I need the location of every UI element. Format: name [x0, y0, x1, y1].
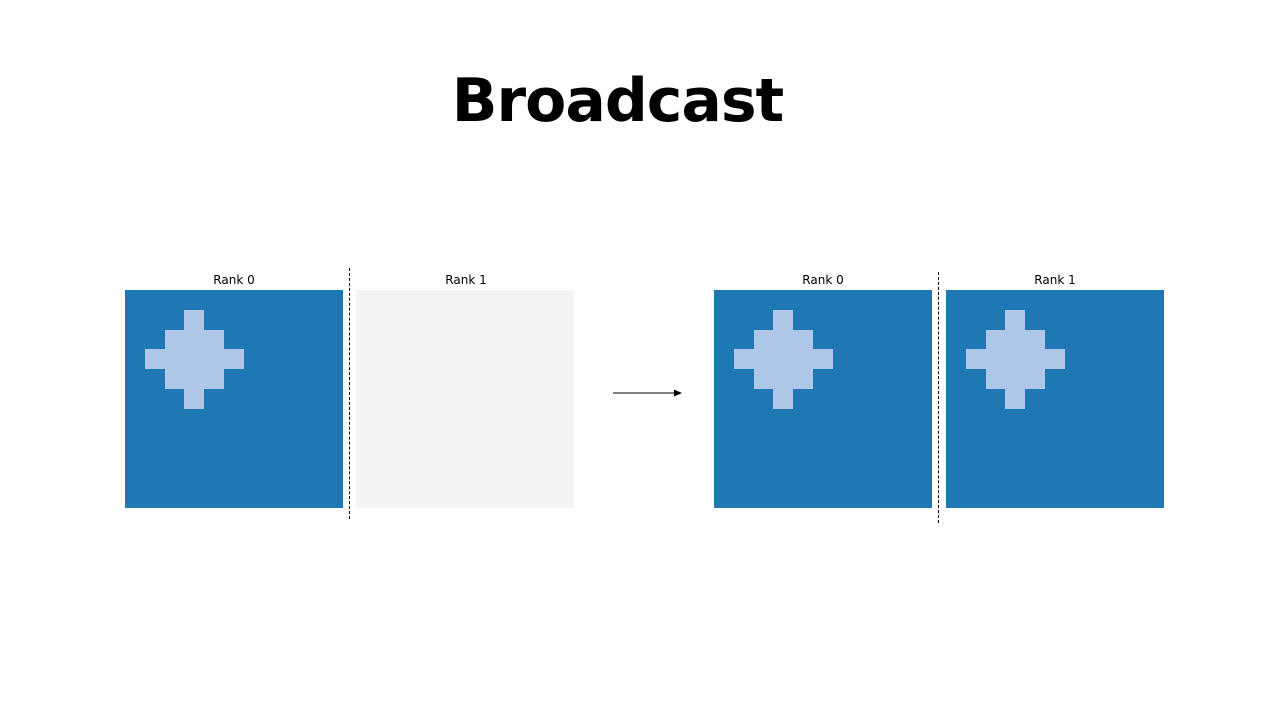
after-rank1-label: Rank 1 — [1034, 273, 1076, 287]
data-shape — [145, 310, 244, 409]
after-rank1-panel — [946, 290, 1164, 508]
data-shape — [966, 310, 1065, 409]
data-shape — [734, 310, 833, 409]
transition-arrow-icon — [612, 385, 684, 404]
page-title: Broadcast — [451, 66, 784, 136]
before-rank0-label: Rank 0 — [213, 273, 255, 287]
before-rank1-label: Rank 1 — [445, 273, 487, 287]
after-rank0-label: Rank 0 — [802, 273, 844, 287]
before-divider — [349, 268, 350, 519]
before-rank0-panel — [125, 290, 343, 508]
before-rank1-panel-empty — [356, 290, 574, 508]
after-divider — [938, 272, 939, 523]
after-rank0-panel — [714, 290, 932, 508]
